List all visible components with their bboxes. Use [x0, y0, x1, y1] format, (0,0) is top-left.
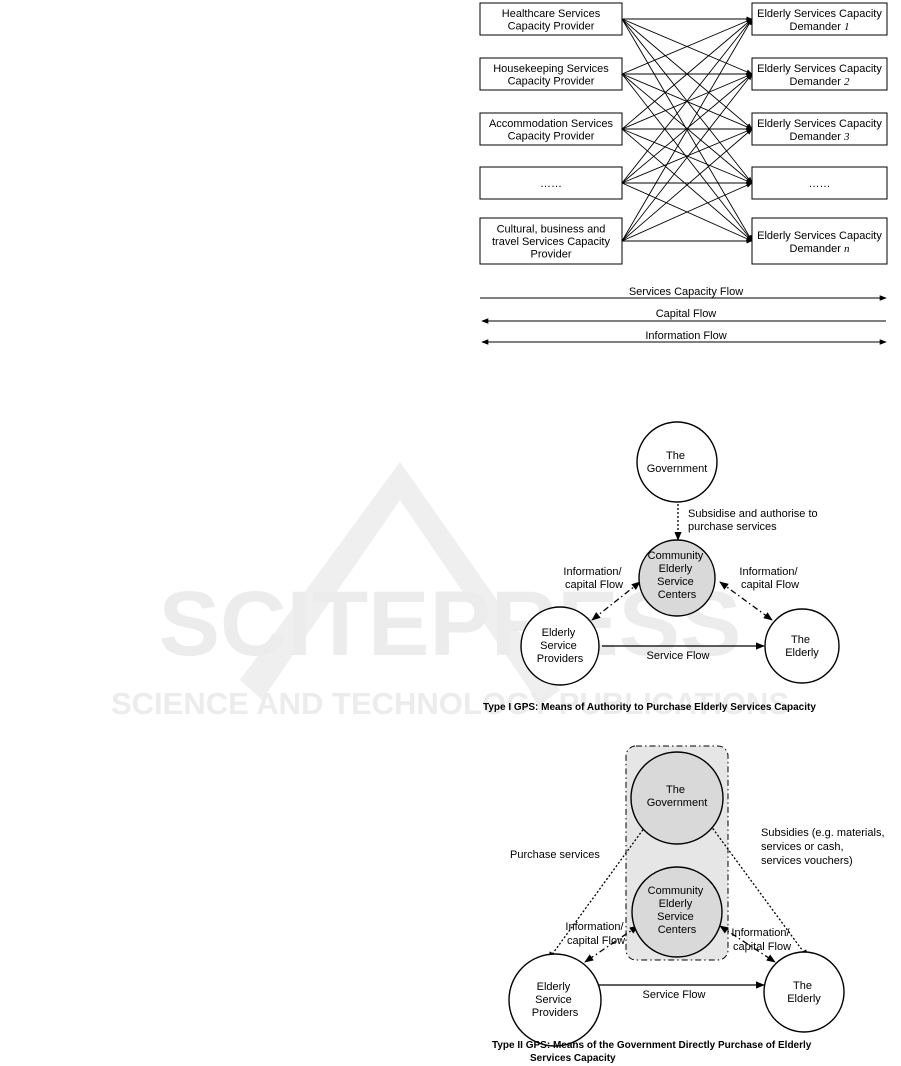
provider-label: …… — [540, 178, 562, 190]
service-flow-label-2: Service Flow — [643, 989, 706, 1001]
connection-arrow — [621, 18, 753, 75]
demander-box: …… — [751, 166, 888, 200]
info-flow-left-label-2: Information/ capital Flow — [565, 921, 626, 947]
connection-arrow — [621, 182, 753, 242]
type-one-caption: Type I GPS: Means of Authority to Purcha… — [483, 702, 816, 713]
info-flow-right-label-2: Information/ capital Flow — [731, 927, 792, 953]
info-flow-right-arrow — [719, 581, 773, 621]
type-two-caption: Type II GPS: Means of the Government Dir… — [492, 1040, 814, 1064]
government-label-2: The Government — [647, 784, 708, 809]
government-node-2 — [630, 751, 724, 845]
subsidies-label: Subsidies (e.g. materials, services or c… — [761, 827, 888, 867]
purchase-services-label: Purchase services — [510, 849, 600, 861]
connection-arrow — [621, 18, 753, 242]
subsidies-arrow — [707, 821, 809, 959]
community-centers-node — [638, 539, 716, 617]
connection-arrow — [621, 128, 753, 184]
demander-label: …… — [809, 178, 831, 190]
connection-arrow — [621, 18, 753, 130]
government-label: The Government — [647, 450, 708, 475]
purchase-services-arrow — [547, 819, 651, 961]
elderly-node-2 — [763, 951, 845, 1033]
providers-label-2: Elderly Service Providers — [532, 981, 579, 1019]
information-flow-label: Information Flow — [645, 330, 726, 342]
type-one-gps-figure: The Government Community Elderly Service… — [483, 421, 840, 713]
connection-arrow — [621, 73, 753, 184]
government-node — [636, 421, 718, 503]
provider-box: …… — [479, 166, 623, 200]
info-flow-right-label: Information/ capital Flow — [739, 566, 800, 591]
watermark-sub: SCIENCE AND TECHNOLOGY PUBLICATIONS — [111, 686, 789, 721]
connection-arrow — [621, 18, 753, 184]
connection-arrow — [621, 73, 753, 242]
elderly-label-2: The Elderly — [787, 980, 821, 1005]
providers-label: Elderly Service Providers — [537, 627, 584, 665]
community-centers-label-2: Community Elderly Service Centers — [648, 885, 707, 936]
info-flow-left-arrow — [591, 581, 641, 621]
type-two-gps-figure: The Government Community Elderly Service… — [492, 745, 888, 1064]
subsidise-label: Subsidise and authorise to purchase serv… — [688, 508, 821, 533]
flow-legend: Services Capacity Flow Capital Flow Info… — [480, 286, 887, 345]
providers-node — [520, 606, 600, 686]
info-flow-right-arrow-2 — [719, 925, 776, 963]
connection-arrow — [621, 128, 753, 242]
watermark: SCITEPRESS SCIENCE AND TECHNOLOGY PUBLIC… — [111, 462, 789, 721]
providers-node-2 — [508, 953, 602, 1047]
info-flow-left-label: Information/ capital Flow — [563, 566, 624, 591]
provider-demander-connections — [621, 16, 753, 244]
services-capacity-flow-label: Services Capacity Flow — [629, 286, 743, 298]
service-flow-label: Service Flow — [647, 650, 710, 662]
elderly-label: The Elderly — [785, 634, 819, 659]
info-flow-left-arrow-2 — [584, 925, 639, 963]
capital-flow-label: Capital Flow — [656, 308, 717, 320]
elderly-node — [764, 608, 840, 684]
community-centers-node-2 — [631, 866, 723, 958]
community-centers-label: Community Elderly Service Centers — [648, 550, 707, 601]
